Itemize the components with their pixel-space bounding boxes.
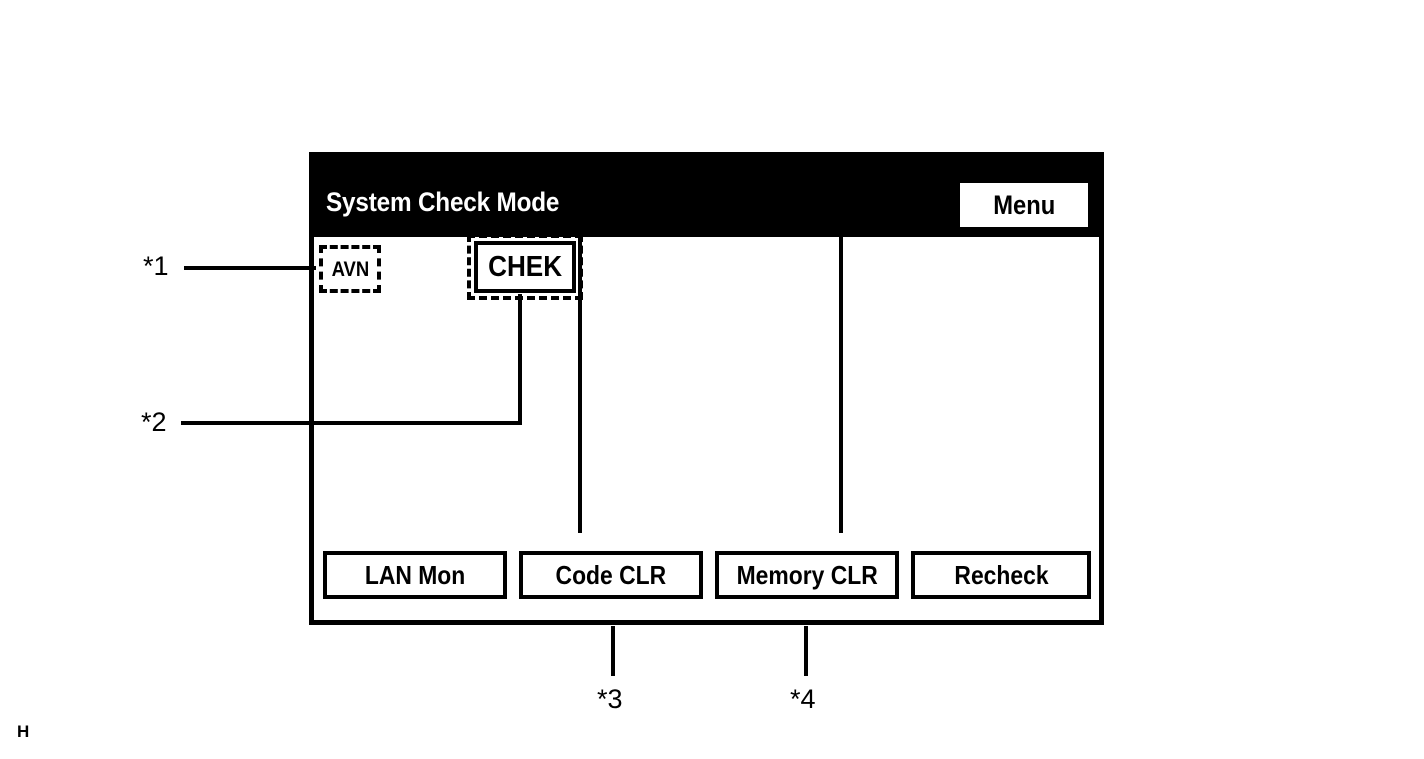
avn-system-label-highlight: AVN — [319, 245, 381, 293]
callout-3-leader-line — [611, 626, 615, 676]
callout-4-leader-line — [804, 626, 808, 676]
avn-system-label: AVN — [331, 257, 369, 281]
code-clr-button-label: Code CLR — [555, 560, 667, 590]
menu-button[interactable]: Menu — [960, 183, 1088, 227]
bottom-button-bar: LAN Mon Code CLR Memory CLR Recheck — [314, 540, 1099, 620]
callout-label-4: *4 — [790, 684, 816, 714]
callout-2-leader-line-vertical — [518, 294, 522, 425]
lan-mon-button-label: LAN Mon — [364, 560, 466, 590]
menu-button-label: Menu — [992, 189, 1056, 220]
page-marker: H — [17, 722, 30, 741]
column-divider-1 — [578, 237, 582, 533]
column-divider-2 — [839, 237, 843, 533]
chek-button-highlight: CHEK — [467, 234, 583, 300]
callout-label-2: *2 — [141, 407, 167, 437]
lan-mon-button[interactable]: LAN Mon — [323, 551, 507, 599]
callout-label-3: *3 — [597, 684, 623, 714]
recheck-button-label: Recheck — [953, 560, 1049, 590]
callout-2-leader-line-horizontal — [181, 421, 522, 425]
code-clr-button[interactable]: Code CLR — [519, 551, 703, 599]
chek-button-label: CHEK — [488, 250, 562, 283]
callout-label-1: *1 — [143, 251, 169, 281]
callout-1-leader-line — [184, 266, 316, 270]
chek-button[interactable]: CHEK — [474, 241, 576, 293]
screen-content-area: AVN CHEK — [314, 234, 1099, 540]
recheck-button[interactable]: Recheck — [911, 551, 1091, 599]
screen-title-bar: System Check Mode Menu — [314, 157, 1099, 237]
navigation-screen-frame: System Check Mode Menu AVN CHEK LAN Mon … — [309, 152, 1104, 625]
memory-clr-button[interactable]: Memory CLR — [715, 551, 899, 599]
memory-clr-button-label: Memory CLR — [736, 560, 878, 590]
page-title: System Check Mode — [326, 187, 560, 217]
